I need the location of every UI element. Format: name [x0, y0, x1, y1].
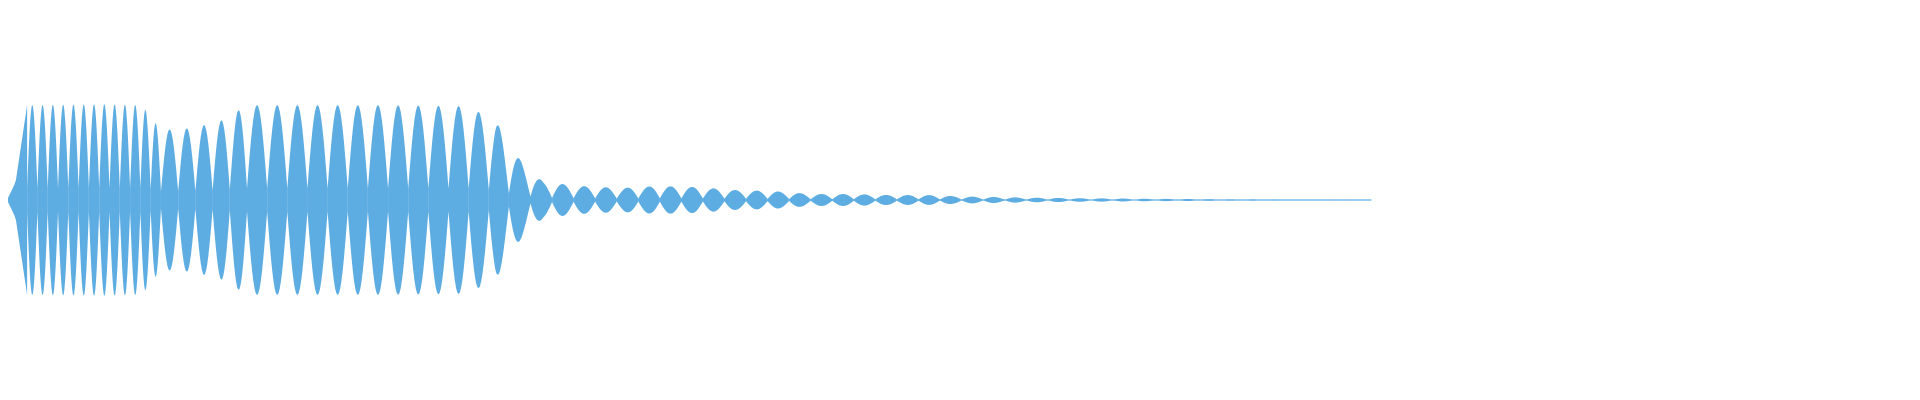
waveform-lobe [130, 104, 141, 296]
waveform-lobe [746, 190, 768, 210]
waveform-peaks [8, 104, 1372, 296]
waveform-lobe [99, 104, 110, 296]
waveform-lobe [347, 105, 368, 295]
waveform-lobe [287, 105, 308, 295]
waveform-lobe [267, 105, 288, 295]
waveform-lobe [1047, 197, 1070, 203]
waveform-lobe [212, 120, 230, 280]
waveform-lobe [119, 104, 131, 296]
waveform-lobe [229, 110, 247, 290]
waveform-lobe [940, 195, 962, 205]
waveform-lobe [109, 104, 120, 296]
waveform-lobe [918, 195, 941, 205]
waveform-lobe [178, 128, 196, 272]
waveform-lobe [367, 105, 389, 295]
waveform-lobe [160, 129, 179, 271]
waveform-lobe [247, 105, 268, 295]
waveform-lobe [448, 105, 469, 295]
waveform-lobe [508, 158, 531, 242]
waveform-lobe [853, 194, 876, 206]
waveform-lobe [638, 186, 660, 214]
waveform-lobe [961, 196, 984, 204]
waveform-onset [8, 105, 28, 295]
waveform-lobe [58, 104, 69, 296]
waveform-lobe [702, 188, 725, 212]
waveform-lobe [140, 109, 151, 291]
waveform-lobe [408, 105, 429, 295]
waveform-lobe [1155, 198, 1178, 202]
waveform-lobe [27, 104, 38, 296]
waveform-lobe [468, 111, 489, 289]
waveform-lobe [832, 194, 854, 206]
waveform-lobe [327, 105, 348, 295]
waveform-lobe [195, 125, 213, 275]
waveform-lobe [724, 190, 747, 210]
waveform-lobe [595, 187, 617, 213]
waveform-lobe [616, 187, 639, 213]
waveform-lobe [1177, 198, 1199, 202]
waveform-lobe [810, 194, 833, 206]
waveform-lobe [78, 104, 89, 296]
waveform-lobe [37, 104, 48, 296]
waveform-lobe [1069, 198, 1091, 202]
waveform-lobe [488, 125, 509, 275]
waveform-lobe [428, 105, 449, 295]
waveform-lobe [68, 104, 79, 296]
waveform-lobe [150, 123, 161, 277]
waveform-lobe [388, 105, 409, 295]
waveform-lobe [88, 104, 100, 296]
waveform-lobe [47, 104, 59, 296]
waveform-lobe [307, 105, 328, 295]
